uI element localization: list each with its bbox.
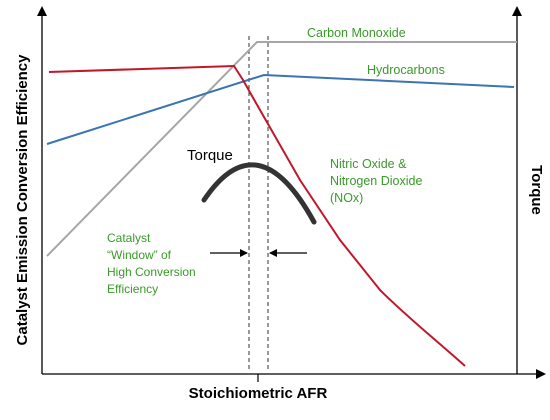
- curve-nox: [48, 64, 466, 367]
- x-axis-title: Stoichiometric AFR: [189, 385, 328, 402]
- y-left-axis-title: Catalyst Emission Conversion Efficiency: [14, 54, 31, 346]
- curve-carbon-monoxide: [46, 41, 517, 257]
- curve-torque: [201, 162, 317, 225]
- label-carbon-monoxide: Carbon Monoxide: [307, 26, 406, 40]
- left-axis-arrow: [37, 6, 47, 16]
- label-nox-line-1: Nitric Oxide &: [330, 157, 407, 171]
- x-axis-arrow: [536, 369, 546, 379]
- window-annotation-line-2: “Window” of: [107, 248, 172, 262]
- label-torque: Torque: [187, 147, 233, 164]
- window-annotation-line-3: High Conversion: [107, 265, 196, 279]
- label-nox-line-3: (NOx): [330, 191, 363, 205]
- label-nox-line-2: Nitrogen Dioxide: [330, 174, 422, 188]
- label-nox: Nitric Oxide & Nitrogen Dioxide (NOx): [330, 157, 426, 205]
- right-axis-arrow: [512, 6, 522, 16]
- label-hydrocarbons: Hydrocarbons: [367, 63, 445, 77]
- window-annotation-line-1: Catalyst: [107, 231, 151, 245]
- window-annotation-line-4: Efficiency: [107, 282, 158, 296]
- y-right-axis-title: Torque: [528, 165, 545, 215]
- curve-hydrocarbons: [46, 73, 515, 145]
- window-annotation: Catalyst “Window” of High Conversion Eff…: [107, 231, 199, 296]
